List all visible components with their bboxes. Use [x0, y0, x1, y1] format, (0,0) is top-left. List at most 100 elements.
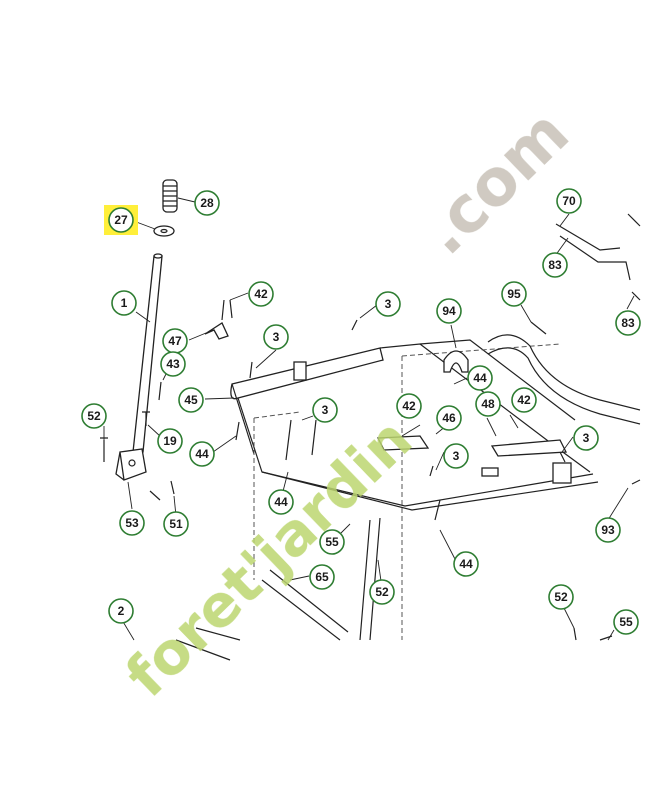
part-callout-52: 52 — [548, 584, 574, 610]
part-callout-2: 2 — [108, 598, 134, 624]
part-callout-3: 3 — [312, 397, 338, 423]
callout-circle — [319, 529, 345, 555]
callout-number: 44 — [274, 495, 288, 509]
part-callout-3: 3 — [443, 443, 469, 469]
part-callout-44: 44 — [453, 551, 479, 577]
callout-number: 83 — [621, 316, 635, 330]
callout-circle — [108, 598, 134, 624]
callout-number: 93 — [601, 523, 615, 537]
watermark-text: foret'jardin — [112, 405, 425, 710]
callout-number: 55 — [619, 615, 633, 629]
callout-circle — [615, 310, 641, 336]
callout-circle — [263, 324, 289, 350]
spring-part — [162, 179, 178, 213]
callout-circle — [312, 397, 338, 423]
part-callout-65: 65 — [309, 564, 335, 590]
callout-number: 47 — [168, 334, 182, 348]
steering-shaft-assembly — [100, 179, 233, 501]
callout-number: 1 — [121, 296, 128, 310]
part-callout-83: 83 — [542, 252, 568, 278]
callout-number: 55 — [325, 535, 339, 549]
part-callout-45: 45 — [178, 387, 204, 413]
callout-number: 65 — [315, 570, 329, 584]
callout-number: 95 — [507, 287, 521, 301]
callout-number: 43 — [166, 357, 180, 371]
callout-circle — [178, 387, 204, 413]
part-callout-95: 95 — [501, 281, 527, 307]
part-callout-51: 51 — [163, 511, 189, 537]
callout-number: 53 — [125, 516, 139, 530]
callout-circle — [81, 403, 107, 429]
callout-circle — [309, 564, 335, 590]
callout-circle — [573, 425, 599, 451]
callout-number: 28 — [200, 196, 214, 210]
callout-number: 70 — [562, 194, 576, 208]
part-callout-52: 52 — [369, 579, 395, 605]
part-callout-70: 70 — [556, 188, 582, 214]
callout-circle — [108, 207, 134, 233]
callout-number: 27 — [114, 213, 128, 227]
callout-number: 51 — [169, 517, 183, 531]
callout-number: 44 — [195, 447, 209, 461]
part-callout-93: 93 — [595, 517, 621, 543]
callout-number: 52 — [375, 585, 389, 599]
callout-circle — [189, 441, 215, 467]
callout-number: 46 — [442, 411, 456, 425]
callout-number: 3 — [453, 449, 460, 463]
callout-number: 3 — [322, 403, 329, 417]
part-number-callouts: 28 27 1 42 47 43 3 45 52 19 44 53 51 3 94 95 70 83 83 3 44 42… — [81, 188, 641, 635]
part-callout-3: 3 — [375, 291, 401, 317]
part-callout-1: 1 — [111, 290, 137, 316]
part-callout-42: 42 — [511, 387, 537, 413]
callout-circle — [613, 609, 639, 635]
part-callout-94: 94 — [436, 298, 462, 324]
callout-number: 48 — [481, 397, 495, 411]
frame-assembly — [175, 213, 641, 661]
callout-number: 2 — [118, 604, 125, 618]
watermark-dotcom: .com — [408, 96, 584, 269]
callout-circle — [436, 298, 462, 324]
callout-circle — [248, 281, 274, 307]
callout-circle — [453, 551, 479, 577]
part-callout-28: 28 — [194, 190, 220, 216]
part-callout-3: 3 — [263, 324, 289, 350]
callout-circle — [475, 391, 501, 417]
callout-circle — [443, 443, 469, 469]
callout-circle — [157, 428, 183, 454]
part-callout-48: 48 — [475, 391, 501, 417]
callout-circle — [111, 290, 137, 316]
part-callout-43: 43 — [160, 351, 186, 377]
part-callout-52: 52 — [81, 403, 107, 429]
part-callout-55: 55 — [613, 609, 639, 635]
callout-number: 44 — [459, 557, 473, 571]
part-callout-55: 55 — [319, 529, 345, 555]
callout-number: 3 — [385, 297, 392, 311]
callout-circle — [556, 188, 582, 214]
callout-number: 45 — [184, 393, 198, 407]
callout-circle — [501, 281, 527, 307]
callout-circle — [369, 579, 395, 605]
callout-number: 94 — [442, 304, 456, 318]
part-callout-19: 19 — [157, 428, 183, 454]
callout-number: 3 — [583, 431, 590, 445]
callout-circle — [548, 584, 574, 610]
callout-number: 3 — [273, 330, 280, 344]
callout-circle — [194, 190, 220, 216]
part-callout-83: 83 — [615, 310, 641, 336]
washer-part — [153, 225, 175, 237]
part-callout-44: 44 — [467, 365, 493, 391]
part-callout-42: 42 — [396, 393, 422, 419]
part-callout-42: 42 — [248, 281, 274, 307]
callout-circle — [163, 511, 189, 537]
callout-circle — [396, 393, 422, 419]
callout-number: 52 — [554, 590, 568, 604]
callout-circle — [160, 351, 186, 377]
part-callout-44: 44 — [268, 489, 294, 515]
shaft-part — [132, 255, 163, 453]
part-callout-27: 27 — [104, 205, 138, 235]
part-callout-53: 53 — [119, 510, 145, 536]
part-callout-44: 44 — [189, 441, 215, 467]
callout-circle — [268, 489, 294, 515]
callout-number: 52 — [87, 409, 101, 423]
